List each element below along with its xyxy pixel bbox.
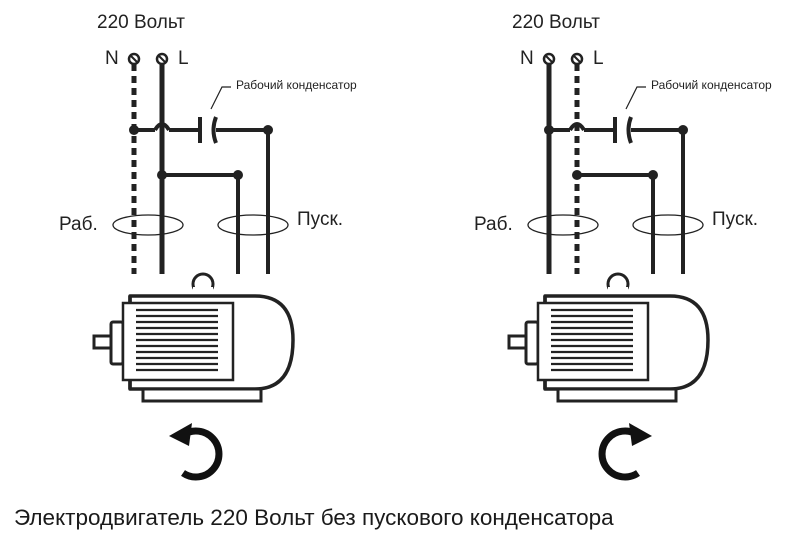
terminal-n-label: N xyxy=(105,48,119,69)
rotate-clockwise-icon xyxy=(598,423,652,481)
start-winding-loop xyxy=(217,214,289,236)
junction-dot xyxy=(544,125,554,135)
junction-dot xyxy=(157,170,167,180)
capacitor-label: Рабочий конденсатор xyxy=(236,78,357,92)
junction-dot xyxy=(129,125,139,135)
run-winding-loop xyxy=(527,214,599,236)
terminal-n-icon xyxy=(542,52,556,66)
terminal-l-icon xyxy=(155,52,169,66)
junction-dot xyxy=(678,125,688,135)
capacitor-icon xyxy=(198,116,218,144)
voltage-label: 220 Вольт xyxy=(97,12,185,33)
start-winding-loop xyxy=(632,214,704,236)
capacitor-label: Рабочий конденсатор xyxy=(651,78,772,92)
terminal-l-label: L xyxy=(593,48,604,69)
capacitor-label-leader xyxy=(625,86,646,110)
capacitor-label-leader xyxy=(210,86,231,110)
run-winding-label: Раб. xyxy=(474,214,513,235)
capacitor-icon xyxy=(613,116,633,144)
caption: Электродвигатель 220 Вольт без пускового… xyxy=(14,505,614,530)
terminal-l-icon xyxy=(570,52,584,66)
junction-dot xyxy=(233,170,243,180)
start-winding-label: Пуск. xyxy=(712,209,758,230)
rotate-counterclockwise-icon xyxy=(169,423,223,481)
motor-icon xyxy=(507,272,710,403)
terminal-l-label: L xyxy=(178,48,189,69)
terminal-n-label: N xyxy=(520,48,534,69)
junction-dot xyxy=(263,125,273,135)
wiring-diagram-left: 220 Вольт N L Рабочий конденсатор Раб. П… xyxy=(59,12,357,481)
line-to-winding-wire xyxy=(577,173,655,274)
motor-icon xyxy=(92,272,295,403)
terminal-n-icon xyxy=(127,52,141,66)
capacitor-branch xyxy=(134,122,270,274)
start-winding-label: Пуск. xyxy=(297,209,343,230)
voltage-label: 220 Вольт xyxy=(512,12,600,33)
junction-dot xyxy=(572,170,582,180)
line-to-winding-wire xyxy=(162,173,240,274)
capacitor-branch xyxy=(549,122,685,274)
junction-dot xyxy=(648,170,658,180)
run-winding-label: Раб. xyxy=(59,214,98,235)
wiring-diagram-right: 220 Вольт N L Рабочий конденсатор Раб. П… xyxy=(474,12,772,481)
run-winding-loop xyxy=(112,214,184,236)
